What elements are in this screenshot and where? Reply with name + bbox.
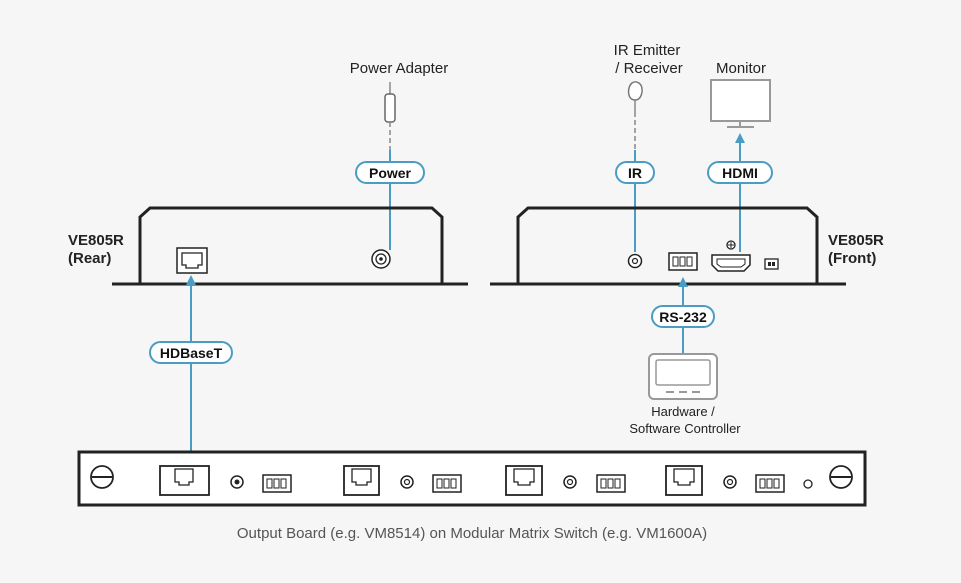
hdmi-port-icon [711,240,751,272]
ir-jack-icon [230,475,244,489]
rear-unit-label-line2: (Rear) [68,250,111,267]
power-pill-label: Power [369,165,412,181]
rs232-terminal-icon [668,252,698,271]
power-adapter-icon [384,82,396,150]
output-port-group-4 [665,465,813,496]
dip-switch-icon [764,258,779,270]
ir-emitter-icon [627,81,643,150]
ir-pill: IR [615,161,655,184]
hdbaset-pill-label: HDBaseT [160,345,223,361]
mounting-screw-right-icon [829,465,853,489]
rj45-port-icon [343,465,380,496]
controller-label-line1: Hardware / [651,404,715,419]
hdmi-pill-label: HDMI [722,165,758,181]
output-board [77,450,867,507]
ve805r-rear-unit [112,206,468,286]
rs232-pill: RS-232 [651,305,715,328]
ir-jack-icon [627,253,643,269]
controller-icon [648,353,718,400]
ir-jack-icon [723,475,737,489]
output-port-group-3 [505,465,626,496]
ir-jack-icon [400,475,414,489]
output-port-group-2 [343,465,462,496]
rj45-port-icon [159,465,210,496]
front-unit-label-line2: (Front) [828,250,876,267]
front-unit-label-line1: VE805R [828,232,884,249]
output-port-group-1 [159,465,292,496]
rs232-pill-label: RS-232 [659,309,707,325]
controller-label-line2: Software Controller [629,421,741,436]
rs232-terminal-icon [432,474,462,493]
diagram-caption: Output Board (e.g. VM8514) on Modular Ma… [237,525,707,542]
monitor-label: Monitor [716,60,766,77]
rs232-terminal-icon [596,474,626,493]
power-adapter-label: Power Adapter [350,60,448,77]
rj45-port-icon [665,465,703,496]
power-pill: Power [355,161,425,184]
rs232-terminal-icon [262,474,292,493]
ir-emitter-label-line1: IR Emitter [614,42,681,59]
rs232-terminal-icon [755,474,785,493]
mounting-screw-left-icon [90,465,114,489]
ir-jack-icon [563,475,577,489]
rj45-port-icon [505,465,543,496]
ir-emitter-label-line2: / Receiver [615,60,683,77]
ir-pill-label: IR [628,165,642,181]
status-led-icon [803,479,813,489]
monitor-icon [710,79,771,128]
hdmi-pill: HDMI [707,161,773,184]
hdbaset-pill: HDBaseT [149,341,233,364]
rj45-port-icon [176,247,208,274]
ve805r-front-unit [490,206,846,286]
dc-power-jack-icon [371,249,391,269]
rear-unit-label-line1: VE805R [68,232,124,249]
